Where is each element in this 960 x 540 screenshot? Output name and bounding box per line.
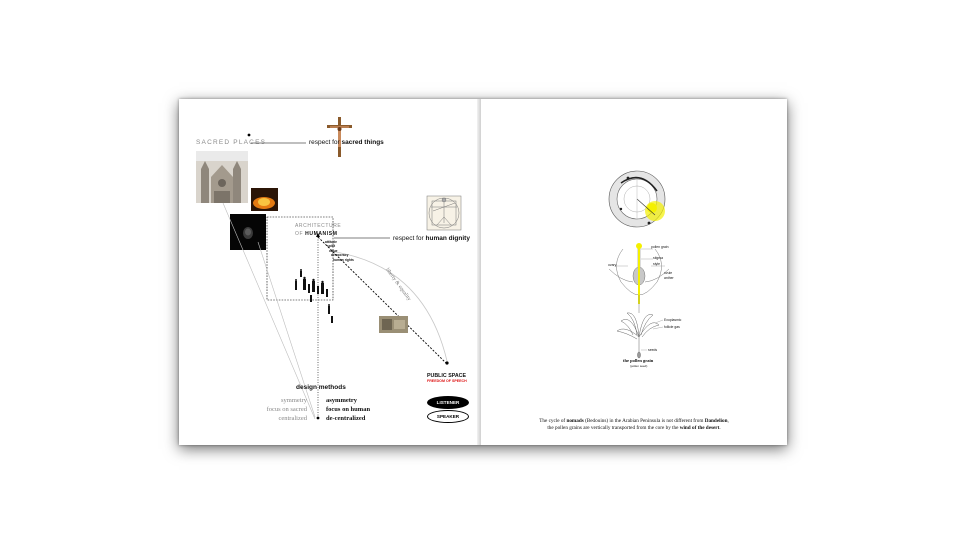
caption-text: . — [719, 425, 721, 431]
respect-sacred-label: respect for sacred things — [309, 139, 384, 146]
listener-ellipse: LISTENER — [427, 396, 469, 409]
speaker-ellipse: SPEAKER — [427, 410, 469, 423]
left-page-diagram — [196, 117, 462, 420]
the-pollen-grain-label: the pollen grain — [623, 358, 654, 363]
right-page: pollen grain stigma style ovary ovule an… — [481, 99, 787, 445]
humanism-dashed-box — [266, 216, 334, 301]
pollen-sub-label: (pollen seed) — [630, 364, 648, 368]
caption-bold: nomads — [566, 418, 584, 424]
list-item: focus on human — [326, 406, 371, 413]
fire-image — [251, 188, 278, 211]
humanism-word: HUMANISM — [305, 231, 338, 237]
left-page: SACRED PLACES respect for sacred things … — [179, 99, 481, 445]
sacred-places-label: SACRED PLACES — [196, 139, 267, 146]
asymmetry-list: asymmetry focus on human de-centralized — [326, 396, 370, 423]
caption-text: The cycle of — [539, 418, 567, 424]
public-space-label: PUBLIC SPACE — [427, 373, 467, 379]
style-label: style — [653, 262, 660, 266]
design-methods-heading: design methods — [296, 384, 346, 391]
list-item: focus on sacred — [266, 406, 307, 413]
page-caption: The cycle of nomads (Bedouins) in the Ar… — [481, 418, 787, 432]
symmetry-list: symmetry focus on sacred centralized — [227, 396, 307, 423]
caption-text: (Bedouins) in the Arabian Peninsula is n… — [583, 418, 705, 424]
respect-prefix: respect for — [393, 235, 426, 242]
architecture-of-humanism-label: ARCHITECTURE OF HUMANISM — [295, 222, 341, 238]
ovule-label: ovule — [664, 271, 673, 275]
exoplasmic-label: Exoplasmic — [664, 318, 682, 322]
keyword: value — [329, 248, 338, 253]
keyword: attitude — [325, 240, 337, 244]
anther-label: anther — [664, 276, 674, 280]
respect-prefix: respect for — [309, 139, 342, 146]
caption-text: the pollen grains are vertically transpo… — [547, 425, 680, 431]
respect-bold: human dignity — [425, 235, 470, 242]
list-item: centralized — [278, 415, 307, 422]
dandelion-diagram — [608, 170, 670, 359]
caption-bold: wind of the desert — [679, 425, 720, 431]
dark-portrait-image — [230, 214, 266, 250]
architecture-word: ARCHITECTURE — [295, 223, 342, 229]
vitruvian-man-image — [426, 195, 462, 231]
crowd-figures — [295, 269, 333, 323]
cathedral-image — [196, 151, 248, 203]
of-word: OF — [295, 231, 304, 237]
freedom-of-speech-label: FREEDOM OF SPEECH — [427, 379, 467, 383]
caption-line-1: The cycle of nomads (Bedouins) in the Ar… — [481, 418, 787, 425]
respect-dignity-label: respect for human dignity — [393, 235, 470, 242]
keyword: democracy — [331, 253, 349, 258]
flower-section-diagram — [608, 243, 670, 313]
keyword: human rights — [333, 257, 354, 262]
sacred-dot — [247, 133, 251, 137]
caption-text: , — [727, 418, 729, 424]
humanism-keywords: attitude spirit value democracy human ri… — [325, 240, 354, 262]
ovary-label: ovary — [608, 263, 617, 267]
list-item: symmetry — [281, 397, 307, 404]
stigma-label: stigma — [653, 256, 663, 260]
follicular-gas-label: follicle gas — [664, 325, 680, 329]
seeds-label: seeds — [648, 348, 658, 352]
list-item: de-centralized — [326, 415, 366, 422]
book-spread: SACRED PLACES respect for sacred things … — [179, 99, 787, 445]
painting-image — [379, 316, 408, 333]
crucifix-image — [327, 117, 352, 157]
keyword: spirit — [327, 244, 336, 249]
caption-bold: Dandelion — [704, 418, 728, 424]
list-item: asymmetry — [326, 397, 358, 404]
pollen-grain-label: pollen grain — [651, 245, 669, 249]
pollen-seed-diagram — [616, 312, 664, 359]
caption-line-2: the pollen grains are vertically transpo… — [481, 425, 787, 432]
nomad-cycle-diagram — [608, 170, 666, 228]
respect-bold: sacred things — [341, 139, 384, 146]
